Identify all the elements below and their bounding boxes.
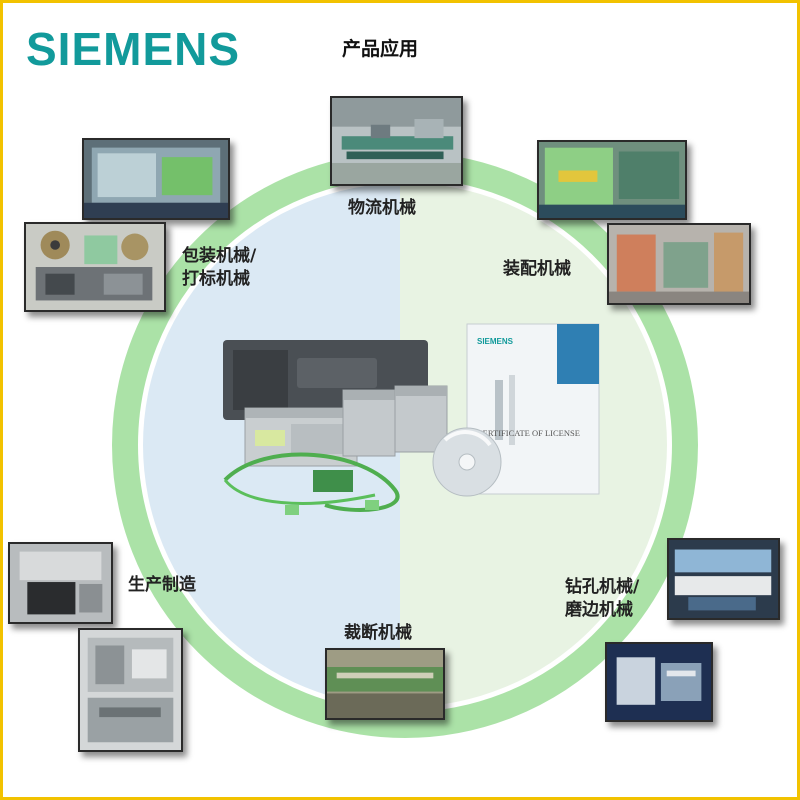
label-drilling-line1: 钻孔机械/ [565,577,640,597]
assembly-machine-photo-top [537,140,687,220]
packaging-machine-photo [24,222,166,312]
label-cutting: 裁断机械 [344,623,412,643]
drilling-machine-photo-bottom [605,642,713,722]
label-logistics: 物流机械 [348,198,416,218]
label-production: 生产制造 [128,575,196,595]
ethernet-cable [223,452,400,512]
page-title: 产品应用 [342,38,419,60]
label-assembly: 装配机械 [503,259,571,279]
label-packaging: 包装机械/ 打标机械 [182,245,256,291]
drilling-machine-photo-top [667,538,780,620]
cutting-machine-photo [325,648,445,720]
assembly-machine-photo-bottom [607,223,751,305]
label-packaging-line1: 包装机械/ [182,246,257,266]
production-machine-photo-top [8,542,113,624]
label-drilling: 钻孔机械/ 磨边机械 [565,576,639,622]
label-packaging-line2: 打标机械 [182,269,250,289]
production-machine-photo-bottom [78,628,183,752]
logistics-machine-photo [330,96,463,186]
machine-enclosure-photo [82,138,230,220]
label-drilling-line2: 磨边机械 [565,600,633,620]
plc-module-2 [394,385,448,453]
doc-brand-text: SIEMENS [477,337,514,346]
license-text: CERTIFICATE OF LICENSE [477,428,580,438]
siemens-logo: SIEMENS [26,23,241,75]
plc-module-1 [342,389,396,457]
plc-product-image: SIEMENS CERTIFICATE OF LICENSE [205,320,605,520]
